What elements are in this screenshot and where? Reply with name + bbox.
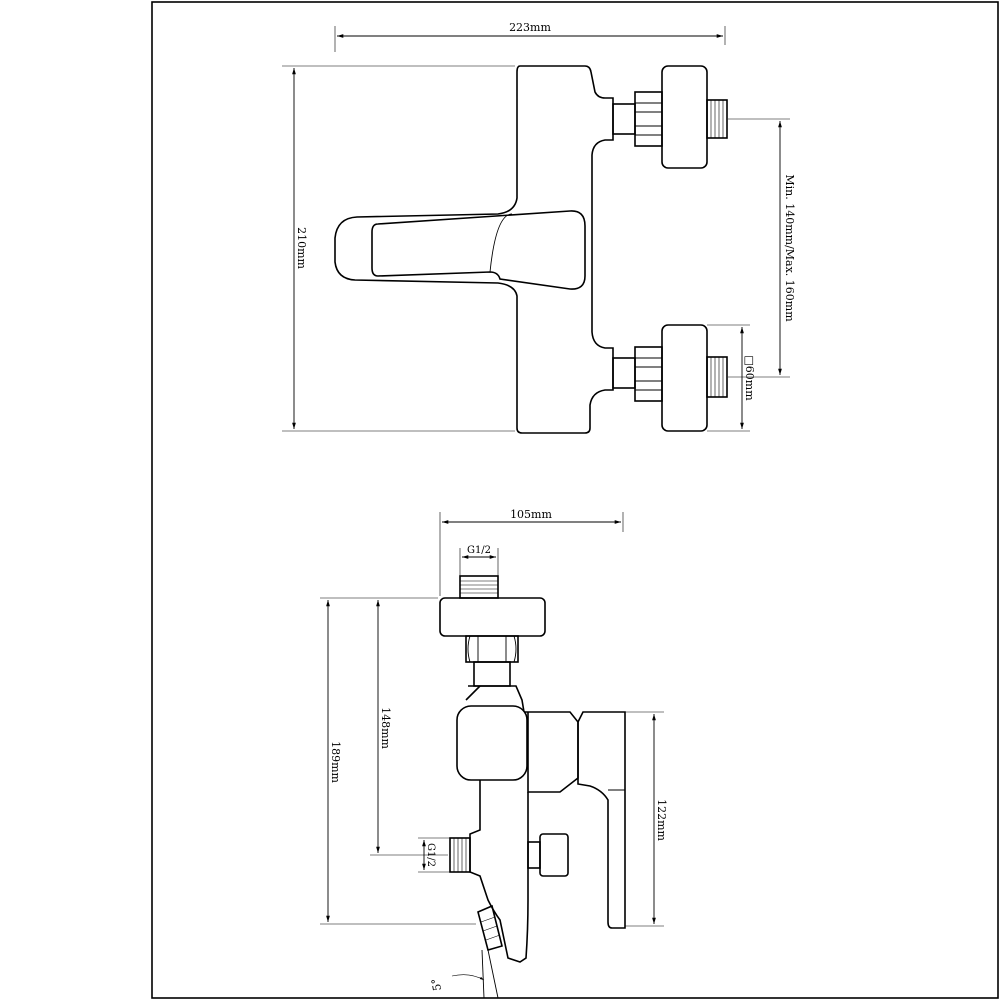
dim-flange-label: □60mm xyxy=(743,355,756,401)
middle-thread xyxy=(449,837,471,873)
dim-top-width: 223mm xyxy=(334,21,726,52)
drawing-frame xyxy=(151,1,999,999)
angle-label: 5° xyxy=(429,977,444,992)
dim-side-h1-label: 148mm xyxy=(379,707,392,749)
dim-side-h1: 148mm xyxy=(370,597,448,856)
dim-side-h2: 189mm xyxy=(320,597,476,925)
side-view: 5° 105mm G1/2 G1/2 148mm xyxy=(320,508,668,999)
dim-centers: Min. 140mm/Max. 160mm xyxy=(728,118,796,378)
dim-centers-label: Min. 140mm/Max. 160mm xyxy=(783,174,796,322)
dim-top-thread-label: G1/2 xyxy=(467,545,491,556)
dim-top-width-label: 223mm xyxy=(509,21,551,34)
dim-side-depth-label: 105mm xyxy=(510,508,552,521)
mixer-body xyxy=(334,65,614,434)
lever-handle xyxy=(371,210,586,290)
dim-top-thread: G1/2 xyxy=(459,545,499,576)
side-body xyxy=(469,780,529,963)
hex-nut xyxy=(465,635,519,663)
dim-flange: □60mm xyxy=(707,324,756,432)
dim-top-height-label: 210mm xyxy=(295,227,308,269)
lower-connector xyxy=(612,324,728,432)
front-view: 223mm 210mm Min. 140mm/Max. 160mm □60mm xyxy=(282,21,796,434)
valve-body xyxy=(468,685,579,793)
dim-side-h3: 122mm xyxy=(625,711,668,927)
angle-indicator: 5° xyxy=(429,949,499,999)
side-lever xyxy=(577,711,626,929)
dim-side-depth: 105mm xyxy=(439,508,624,596)
top-thread xyxy=(459,575,499,599)
dim-side-h3-label: 122mm xyxy=(655,799,668,841)
dim-top-height: 210mm xyxy=(282,65,515,432)
dim-side-h2-label: 189mm xyxy=(329,741,342,783)
cartridge-cap xyxy=(456,705,528,781)
upper-connector xyxy=(612,65,728,169)
wall-flange xyxy=(439,597,546,637)
diverter-knob xyxy=(527,833,569,877)
spout-outlet xyxy=(477,904,503,951)
